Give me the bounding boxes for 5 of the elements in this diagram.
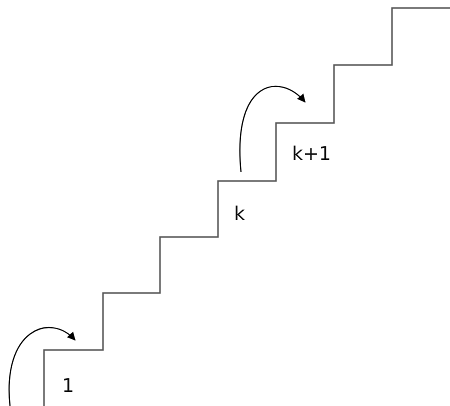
curved-arrow [8, 327, 76, 406]
step-label: k [234, 205, 246, 224]
step-label: k+1 [292, 145, 332, 164]
curved-arrow [239, 86, 306, 172]
step-label: 1 [62, 377, 74, 396]
